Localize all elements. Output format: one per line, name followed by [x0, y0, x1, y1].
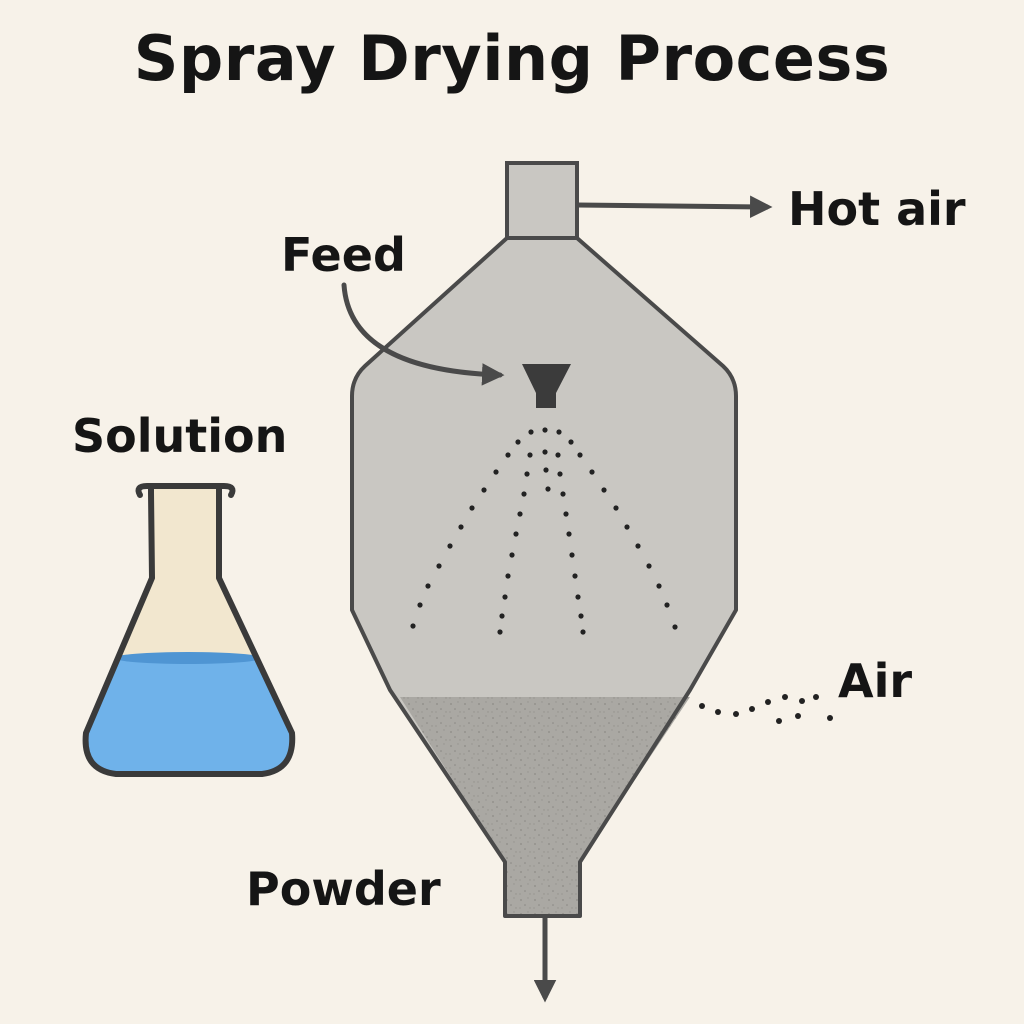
air-label: Air [838, 654, 913, 708]
feed-label: Feed [281, 228, 406, 282]
flask-icon [82, 483, 296, 777]
hot-air-arrow [576, 195, 773, 219]
air-particles [699, 694, 833, 724]
atomizer-nozzle-icon [522, 364, 571, 408]
solution-label: Solution [72, 409, 288, 463]
powder-bed [400, 697, 690, 916]
hot-air-label: Hot air [788, 182, 966, 236]
diagram-title: Spray Drying Process [133, 22, 891, 95]
exhaust-duct [505, 161, 579, 243]
spray-droplets [410, 427, 678, 635]
feed-arrow [341, 282, 505, 386]
chamber-outline [350, 236, 738, 918]
powder-label: Powder [246, 862, 441, 916]
